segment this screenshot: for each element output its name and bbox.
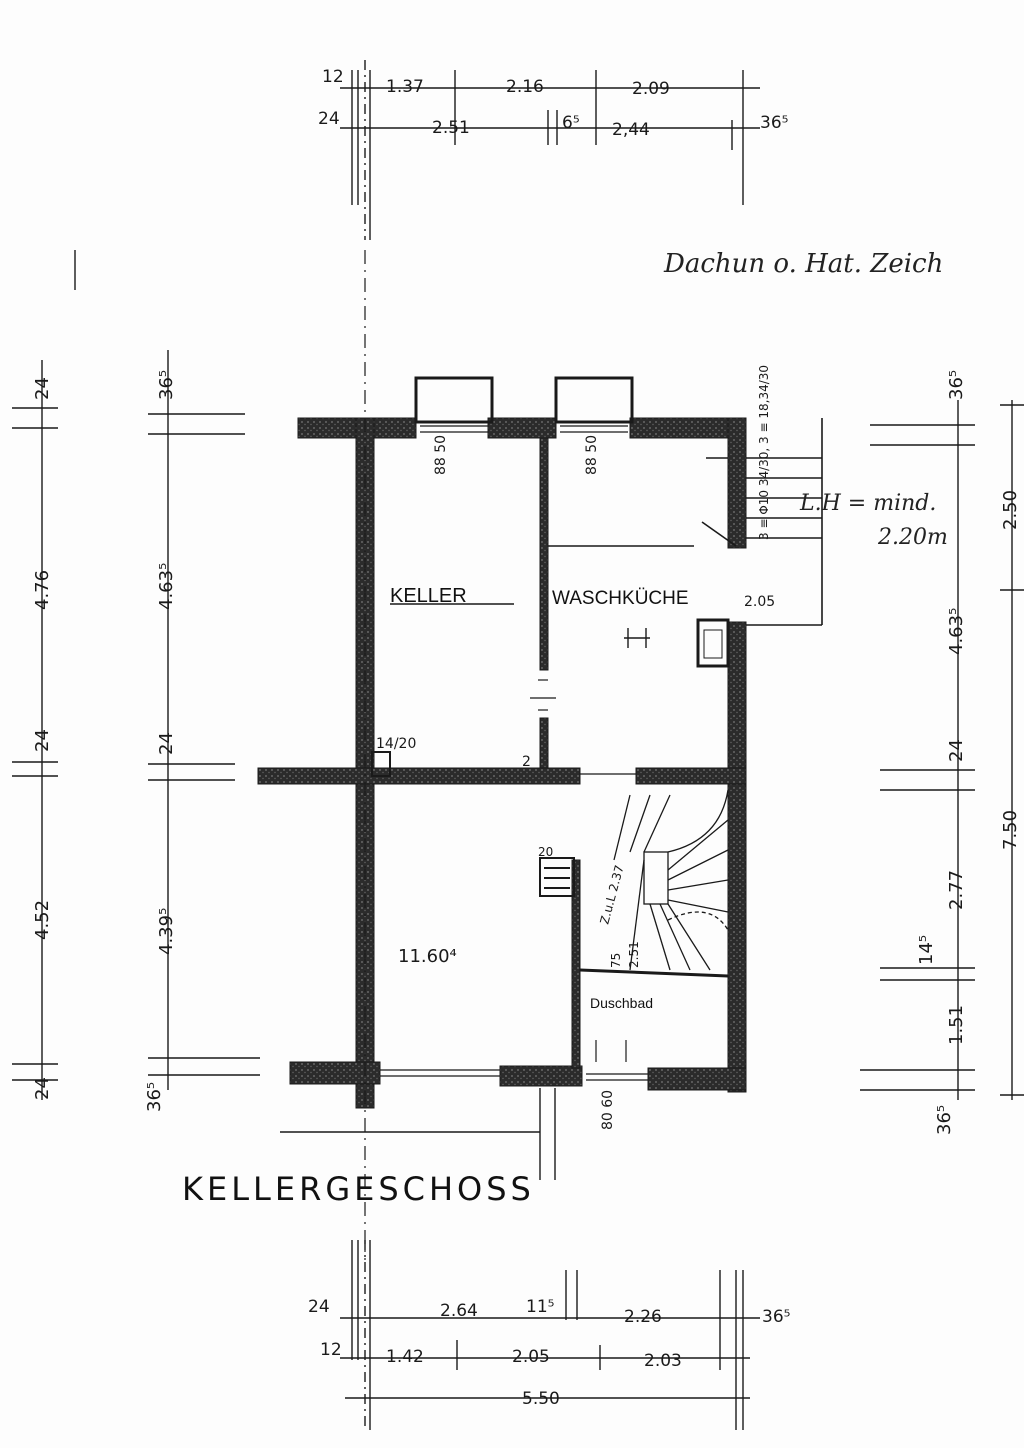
- dim-label: 24: [318, 109, 340, 129]
- door-openings: [380, 679, 648, 1081]
- door-bottom-label: 80 60: [600, 1090, 616, 1130]
- dim-label: 24: [156, 732, 177, 755]
- exterior-stair: [548, 418, 823, 626]
- left-outer-dimensions: [12, 250, 76, 1100]
- dim-label: 24: [946, 739, 967, 762]
- dim-label: 36⁵: [934, 1105, 955, 1135]
- window-1-label: 88 50: [433, 435, 449, 475]
- window-labels: 88 50 88 50: [433, 435, 600, 475]
- interior-stair: [579, 789, 729, 978]
- left-inner-labels: 36⁵ 4.63⁵ 24 4.39⁵ 36⁵: [144, 370, 177, 1112]
- bottom-extension: [280, 1088, 556, 1180]
- height-note: L.H = mind.: [799, 491, 936, 516]
- waschkueche-dim: 2.05: [744, 594, 775, 610]
- dim-label: 36⁵: [760, 113, 788, 133]
- dim-label: 2.16: [506, 77, 544, 97]
- dim-label: 36⁵: [762, 1307, 790, 1327]
- dim-label: 2.77: [946, 870, 967, 910]
- door-small2-label: 2.51: [627, 941, 641, 968]
- light-wells: [414, 376, 634, 424]
- right-inner-labels: 36⁵ 4.63⁵ 24 2.77 14⁵ 1.51 36⁵: [916, 370, 967, 1135]
- dim-label: 4.63⁵: [156, 563, 177, 610]
- right-inner-dimensions: [860, 400, 975, 1100]
- handwritten-note: Dachun o. Hat. Zeich: [663, 249, 943, 279]
- chimney-label: 14/20: [376, 736, 416, 752]
- dim-label: 4.52: [32, 900, 53, 940]
- dim-label: 2.51: [432, 118, 470, 138]
- dim-label: 4.63⁵: [946, 608, 967, 655]
- dim-label: 14⁵: [916, 935, 937, 965]
- left-inner-dimensions: [148, 350, 260, 1090]
- chimney: [696, 618, 730, 668]
- chimney-inner: [703, 629, 723, 659]
- shaft: [539, 857, 575, 897]
- dim-label: 6⁵: [562, 113, 580, 133]
- room-label-duschbad: Duschbad: [590, 995, 653, 1011]
- dim-label: 2.26: [624, 1307, 662, 1327]
- walls: [257, 417, 747, 1109]
- right-outer-labels: 2.50 7.50: [1000, 490, 1021, 850]
- dim-label: 36⁵: [946, 370, 967, 400]
- dim-label: 36⁵: [156, 370, 177, 400]
- stair-int-label: Z.u.L 2.37: [597, 864, 626, 926]
- bottom-dimension-labels: 24 2.64 11⁵ 2.26 36⁵ 12 1.42 2.05 2.03 5…: [308, 1297, 790, 1409]
- small-chimney: [371, 751, 391, 777]
- dim-label: 2,44: [612, 120, 650, 140]
- plan-title: KELLERGESCHOSS: [182, 1170, 535, 1208]
- shaft-label: 20: [538, 845, 553, 859]
- left-outer-labels: 24 4.76 24 4.52 24: [32, 377, 53, 1100]
- room-label-keller: KELLER: [390, 585, 467, 607]
- dim-label: 1.37: [386, 77, 424, 97]
- door-small-label: 75: [609, 953, 623, 968]
- dim-label: 1.51: [946, 1005, 967, 1045]
- dim-label: 24: [32, 1077, 53, 1100]
- dim-label: 2.03: [644, 1351, 682, 1371]
- dim-label: 24: [32, 729, 53, 752]
- dim-label: 2.05: [512, 1347, 550, 1367]
- window-2-label: 88 50: [584, 435, 600, 475]
- dim-label: 2.09: [632, 79, 670, 99]
- door-mark: 2: [522, 754, 531, 770]
- dim-label: 12: [322, 67, 344, 87]
- dim-label: 2.64: [440, 1301, 478, 1321]
- right-outer-dimensions: [1000, 400, 1024, 1100]
- dim-label: 7.50: [1000, 810, 1021, 850]
- dim-label: 24: [32, 377, 53, 400]
- bottom-dimensions: [340, 1240, 760, 1430]
- dim-label: 5.50: [522, 1389, 560, 1409]
- height-note-value: 2.20m: [877, 525, 948, 550]
- dim-label: 11⁵: [526, 1297, 554, 1317]
- dim-label: 4.39⁵: [156, 908, 177, 955]
- dim-label: 2.50: [1000, 490, 1021, 530]
- dim-label: 4.76: [32, 570, 53, 610]
- appliance-mark: [624, 628, 650, 648]
- room-area-label: 11.60⁴: [398, 946, 457, 967]
- dim-label: 36⁵: [144, 1082, 165, 1112]
- top-dimensions: [340, 60, 760, 240]
- window-details: [420, 425, 628, 433]
- room-label-waschkueche: WASCHKÜCHE: [552, 588, 689, 609]
- top-dimension-labels: 12 1.37 2.16 2.09 24 2.51 6⁵ 2,44 36⁵: [318, 67, 788, 140]
- dim-label: 12: [320, 1340, 342, 1360]
- stair-ext-label: 3 ≡ Φ10 34/30, 3 ≡ 18,34/30: [757, 365, 771, 540]
- dim-label: 1.42: [386, 1347, 424, 1367]
- dim-label: 24: [308, 1297, 330, 1317]
